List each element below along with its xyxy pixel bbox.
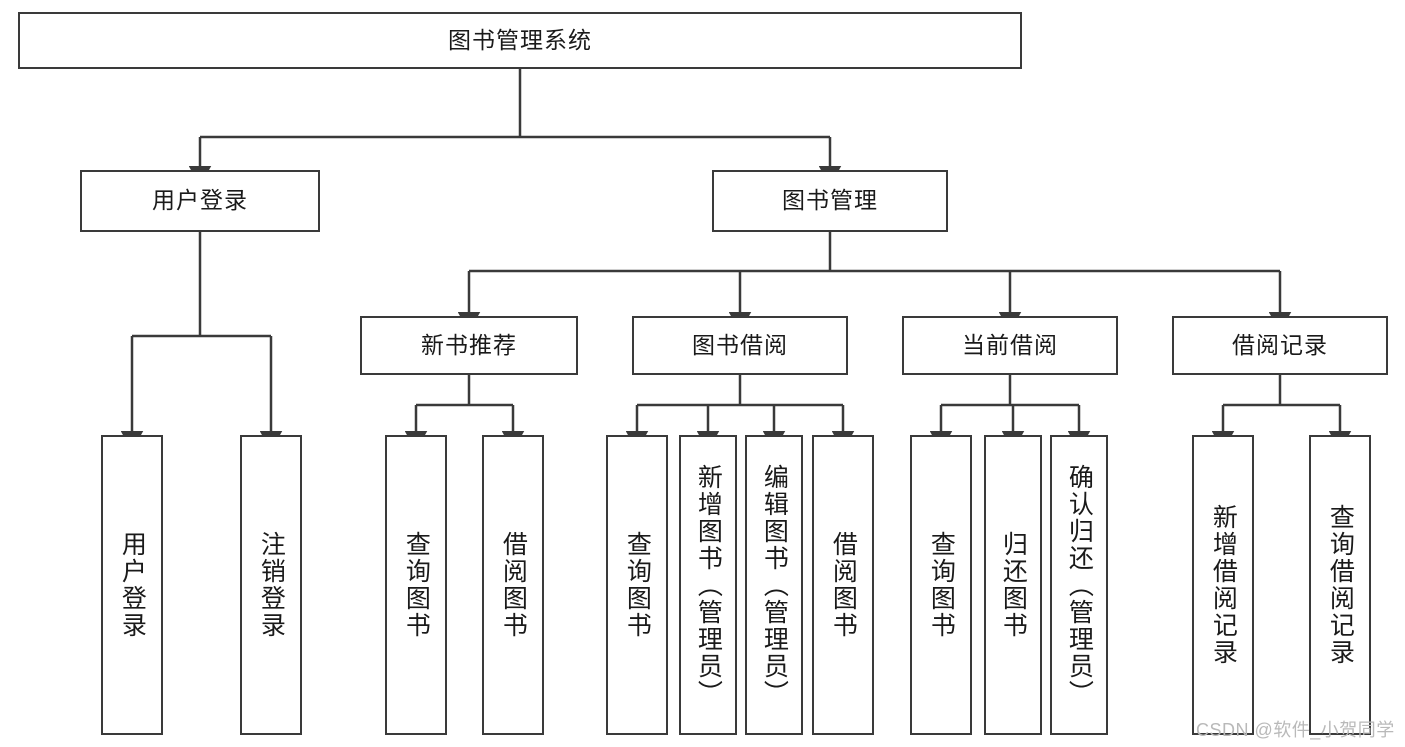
node-l-queryrec[interactable]: 查询借阅记录 <box>1309 435 1371 735</box>
node-label: 查询图书 <box>623 531 652 639</box>
node-newrec[interactable]: 新书推荐 <box>360 316 578 375</box>
node-label: 图书管理系统 <box>448 26 592 53</box>
node-label: 用户登录 <box>118 531 147 639</box>
node-label: 借阅图书 <box>829 531 858 639</box>
node-label: 借阅记录 <box>1232 331 1328 358</box>
node-l-query1[interactable]: 查询图书 <box>385 435 447 735</box>
node-label: 查询借阅记录 <box>1326 504 1355 666</box>
node-l-query2[interactable]: 查询图书 <box>606 435 668 735</box>
node-l-login[interactable]: 用户登录 <box>101 435 163 735</box>
node-current[interactable]: 当前借阅 <box>902 316 1118 375</box>
node-root[interactable]: 图书管理系统 <box>18 12 1022 69</box>
node-bookmgmt[interactable]: 图书管理 <box>712 170 948 232</box>
node-label: 新增借阅记录 <box>1209 504 1238 666</box>
node-label: 当前借阅 <box>962 331 1058 358</box>
node-label: 新增图书（管理员） <box>694 463 723 707</box>
node-l-logout[interactable]: 注销登录 <box>240 435 302 735</box>
node-login[interactable]: 用户登录 <box>80 170 320 232</box>
node-label: 注销登录 <box>257 531 286 639</box>
node-records[interactable]: 借阅记录 <box>1172 316 1388 375</box>
node-label: 用户登录 <box>152 187 248 214</box>
node-label: 借阅图书 <box>499 531 528 639</box>
node-l-add[interactable]: 新增图书（管理员） <box>679 435 737 735</box>
node-l-return[interactable]: 归还图书 <box>984 435 1042 735</box>
node-label: 图书借阅 <box>692 331 788 358</box>
node-label: 新书推荐 <box>421 331 517 358</box>
node-label: 查询图书 <box>402 531 431 639</box>
node-l-edit[interactable]: 编辑图书（管理员） <box>745 435 803 735</box>
node-l-addrec[interactable]: 新增借阅记录 <box>1192 435 1254 735</box>
node-borrow[interactable]: 图书借阅 <box>632 316 848 375</box>
node-l-confirm[interactable]: 确认归还（管理员） <box>1050 435 1108 735</box>
node-label: 归还图书 <box>999 531 1028 639</box>
edge-lines <box>120 69 1352 451</box>
node-l-borrow2[interactable]: 借阅图书 <box>812 435 874 735</box>
node-label: 图书管理 <box>782 187 878 214</box>
node-label: 查询图书 <box>927 531 956 639</box>
csdn-watermark: CSDN @软件_小贺同学 <box>1196 720 1395 740</box>
node-label: 确认归还（管理员） <box>1065 463 1094 707</box>
node-label: 编辑图书（管理员） <box>760 463 789 707</box>
node-l-query3[interactable]: 查询图书 <box>910 435 972 735</box>
node-l-borrow1[interactable]: 借阅图书 <box>482 435 544 735</box>
